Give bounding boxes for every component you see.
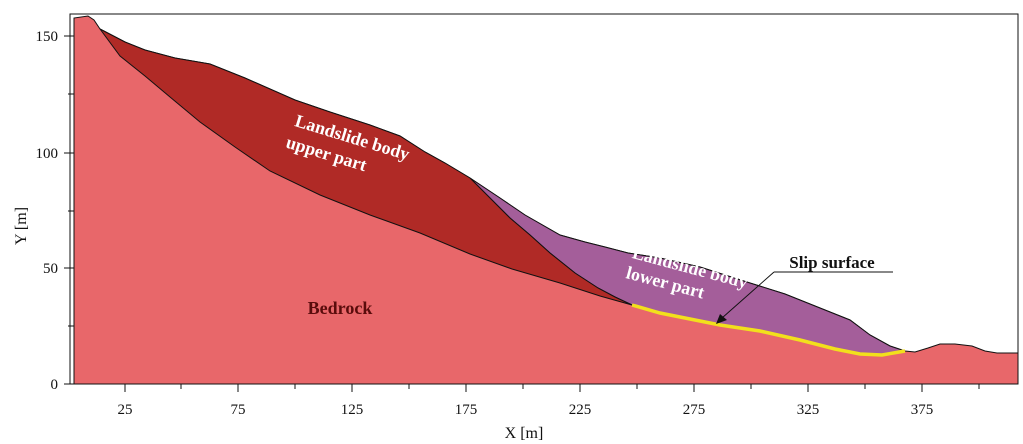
x-tick-label: 325 xyxy=(797,402,820,418)
y-axis-title: Y [m] xyxy=(13,207,30,245)
x-tick-label: 225 xyxy=(569,402,592,418)
y-tick-label: 50 xyxy=(43,261,58,277)
y-tick-label: 100 xyxy=(36,146,59,162)
y-tick-label: 150 xyxy=(36,29,59,45)
x-tick-label: 275 xyxy=(683,402,706,418)
x-tick-label: 25 xyxy=(118,402,133,418)
x-tick-label: 125 xyxy=(341,402,364,418)
slip-surface-arrowhead xyxy=(716,314,727,324)
landslide-upper-part-region xyxy=(99,28,633,306)
slip-surface-label: Slip surface xyxy=(789,253,875,272)
x-axis-title: X [m] xyxy=(505,425,544,442)
x-tick-label: 75 xyxy=(231,402,246,418)
x-axis: 25 75 125 175 225 275 325 375 X [m] xyxy=(118,384,980,442)
x-tick-label: 375 xyxy=(911,402,934,418)
x-tick-label: 175 xyxy=(455,402,478,418)
y-axis: 150 100 50 0 Y [m] xyxy=(13,29,74,393)
slip-surface-callout-leader xyxy=(721,271,775,319)
bedrock-label: Bedrock xyxy=(308,298,373,318)
slip-surface-line xyxy=(631,303,906,357)
y-tick-label: 0 xyxy=(51,377,59,393)
